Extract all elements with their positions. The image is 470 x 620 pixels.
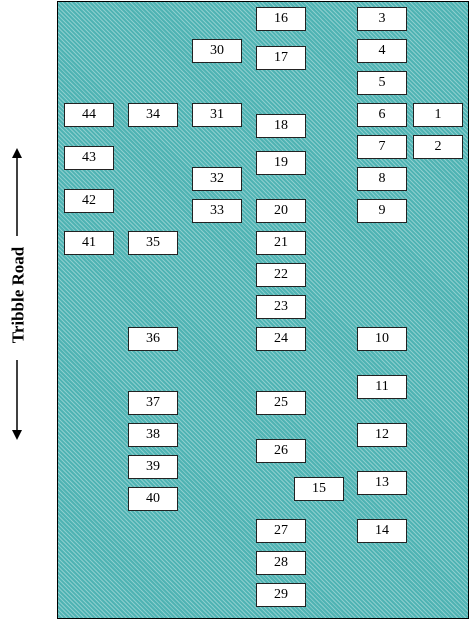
lot-20: 20 <box>256 199 306 223</box>
lot-42: 42 <box>64 189 114 213</box>
lot-11: 11 <box>357 375 407 399</box>
lot-43: 43 <box>64 146 114 170</box>
lot-6: 6 <box>357 103 407 127</box>
lot-12: 12 <box>357 423 407 447</box>
lot-8: 8 <box>357 167 407 191</box>
lot-22: 22 <box>256 263 306 287</box>
lot-10: 10 <box>357 327 407 351</box>
lot-21: 21 <box>256 231 306 255</box>
lot-26: 26 <box>256 439 306 463</box>
lot-14: 14 <box>357 519 407 543</box>
lot-9: 9 <box>357 199 407 223</box>
lot-40: 40 <box>128 487 178 511</box>
lot-28: 28 <box>256 551 306 575</box>
lot-5: 5 <box>357 71 407 95</box>
lot-4: 4 <box>357 39 407 63</box>
lot-30: 30 <box>192 39 242 63</box>
lot-1: 1 <box>413 103 463 127</box>
lot-7: 7 <box>357 135 407 159</box>
lot-44: 44 <box>64 103 114 127</box>
lot-33: 33 <box>192 199 242 223</box>
lot-19: 19 <box>256 151 306 175</box>
road-label: Tribble Road <box>8 246 28 344</box>
lot-16: 16 <box>256 7 306 31</box>
lot-27: 27 <box>256 519 306 543</box>
lot-25: 25 <box>256 391 306 415</box>
lot-39: 39 <box>128 455 178 479</box>
lot-13: 13 <box>357 471 407 495</box>
lot-31: 31 <box>192 103 242 127</box>
lot-36: 36 <box>128 327 178 351</box>
lot-3: 3 <box>357 7 407 31</box>
lot-2: 2 <box>413 135 463 159</box>
lot-17: 17 <box>256 46 306 70</box>
lot-23: 23 <box>256 295 306 319</box>
lot-41: 41 <box>64 231 114 255</box>
lot-32: 32 <box>192 167 242 191</box>
lot-24: 24 <box>256 327 306 351</box>
lot-35: 35 <box>128 231 178 255</box>
lot-29: 29 <box>256 583 306 607</box>
road-direction-arrow <box>8 148 26 440</box>
lot-37: 37 <box>128 391 178 415</box>
lot-34: 34 <box>128 103 178 127</box>
lot-15: 15 <box>294 477 344 501</box>
lot-38: 38 <box>128 423 178 447</box>
lot-18: 18 <box>256 114 306 138</box>
